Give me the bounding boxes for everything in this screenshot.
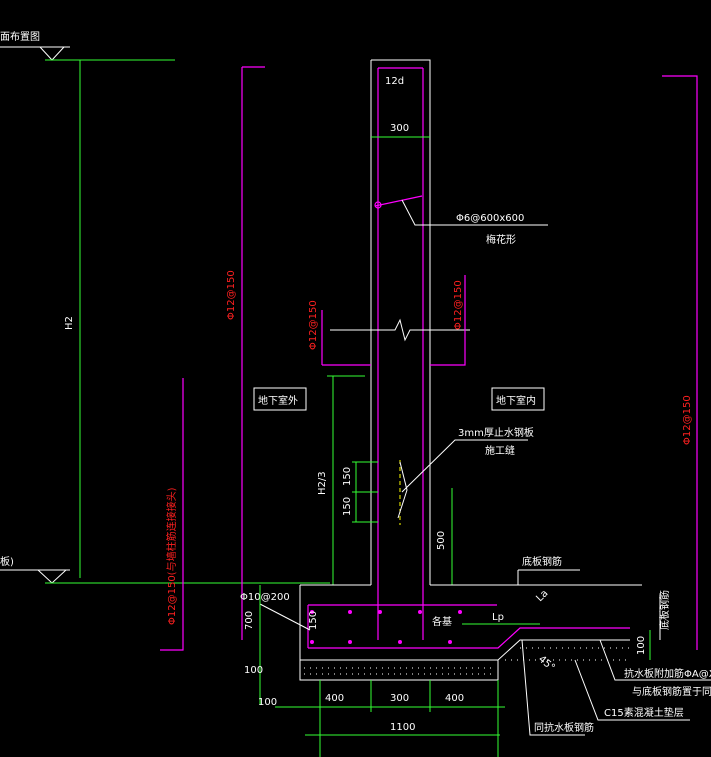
footing-outline <box>299 585 630 661</box>
waterstop-leader <box>401 439 528 493</box>
dim-100-b-label: 100 <box>258 697 277 708</box>
far-left-rebar-label-2: Φ12@150(与墙柱筋连接接头) <box>165 487 178 625</box>
far-left-rebar-line <box>241 66 265 640</box>
same-as-label: 各基 <box>432 615 452 628</box>
c15-label: C15素混凝土垫层 <box>604 706 684 719</box>
rebar-dot <box>458 610 462 614</box>
tie-bar-stroke <box>374 195 423 207</box>
anti-water-label: 同抗水板钢筋 <box>534 721 594 734</box>
far-left-rebar-label: Φ12@150 <box>226 270 237 320</box>
anti-water-leader <box>521 639 585 736</box>
construction-joint-label: 施工缝 <box>485 444 515 457</box>
waterstop-shape <box>397 461 408 519</box>
left-vert-rebar-label: Φ12@150 <box>308 300 319 350</box>
dim-500-label: 500 <box>436 531 447 550</box>
tie-bar-label: Φ6@600x600 <box>456 213 524 224</box>
h2-3-label: H2/3 <box>317 471 328 495</box>
exterior-box <box>253 387 307 411</box>
far-right-rebar-line <box>662 75 698 650</box>
waterstop-label: 3mm厚止水钢板 <box>458 426 534 439</box>
right-vert-rebar <box>430 275 466 366</box>
dim-45-label: 45° <box>536 654 557 674</box>
la-label: La <box>534 588 550 604</box>
top-left-label: 面布置图 <box>0 31 40 43</box>
top-level-triangle <box>39 46 65 61</box>
footing-group: Φ10@200 700 150 各基 Lp La 底板钢筋 底板钢筋 100 4… <box>240 555 711 757</box>
h2-label: H2 <box>64 316 75 330</box>
dim-150-c-label: 150 <box>308 611 319 630</box>
break-line <box>330 318 470 342</box>
right-vert-rebar-label: Φ12@150 <box>453 280 464 330</box>
rebar-dot <box>310 640 314 644</box>
rebar-dot <box>348 610 352 614</box>
far-rebar-notes: Φ12@150 Φ12@150(与墙柱筋连接接头) Φ12@150 <box>160 66 698 651</box>
waterproof-add-label-2: 与底板钢筋置于同一排 <box>632 685 711 698</box>
far-left-rebar-line-2 <box>160 378 184 651</box>
wall-group: 12d 300 Φ6@600x600 梅花形 Φ12@150 Φ12@150 地… <box>253 59 548 640</box>
rebar-dot <box>448 640 452 644</box>
cushion-outline <box>299 660 499 681</box>
interior-box <box>491 387 545 411</box>
dim-300-b-label: 300 <box>390 693 409 704</box>
dim-150-a-label: 150 <box>342 467 353 486</box>
left-vert-rebar <box>321 310 371 366</box>
bottom-left-label: 板) <box>0 555 14 568</box>
tie-bar-sublabel: 梅花形 <box>486 233 516 246</box>
far-right-rebar-label: Φ12@150 <box>682 395 693 445</box>
c15-leader <box>574 659 690 721</box>
tie-bar-hook <box>374 201 382 209</box>
bottom-slab-rebar-label: 底板钢筋 <box>522 555 562 568</box>
rebar-dot <box>418 610 422 614</box>
cushion-hatch <box>304 667 496 675</box>
footing-rebar-bottom <box>308 627 630 649</box>
exterior-label: 地下室外 <box>258 394 298 407</box>
phi10-label: Φ10@200 <box>240 592 290 603</box>
waterproof-leader <box>599 639 711 681</box>
left-elevation-group: 面布置图 H2 板) <box>0 31 330 584</box>
dim-100-right-label: 100 <box>636 636 647 655</box>
dim-150-b-label: 150 <box>342 497 353 516</box>
rebar-dot <box>310 610 314 614</box>
waterproof-add-label: 抗水板附加筋ΦA@X <box>624 667 711 680</box>
bottom-level-triangle <box>37 569 67 584</box>
tie-bar-leader <box>401 199 548 226</box>
dim-100-a-label: 100 <box>244 665 263 676</box>
phi10-leader <box>259 603 311 631</box>
dim-400-b-label: 400 <box>445 693 464 704</box>
dim-400-a-label: 400 <box>325 693 344 704</box>
twelve-d-label: 12d <box>385 76 404 87</box>
interior-label: 地下室内 <box>496 394 536 407</box>
dim-700-label: 700 <box>244 611 255 630</box>
slab-rebar-right-label: 底板钢筋 <box>658 590 671 630</box>
rebar-dot <box>378 610 382 614</box>
wall-right-edge <box>371 59 431 585</box>
dim-1100-label: 1100 <box>390 722 415 733</box>
slab-rebar-leader <box>517 569 580 585</box>
lp-label: Lp <box>492 612 504 623</box>
rebar-dot <box>398 640 402 644</box>
rebar-dot <box>348 640 352 644</box>
slab-hatch <box>505 647 630 661</box>
width-300-label: 300 <box>390 123 409 134</box>
